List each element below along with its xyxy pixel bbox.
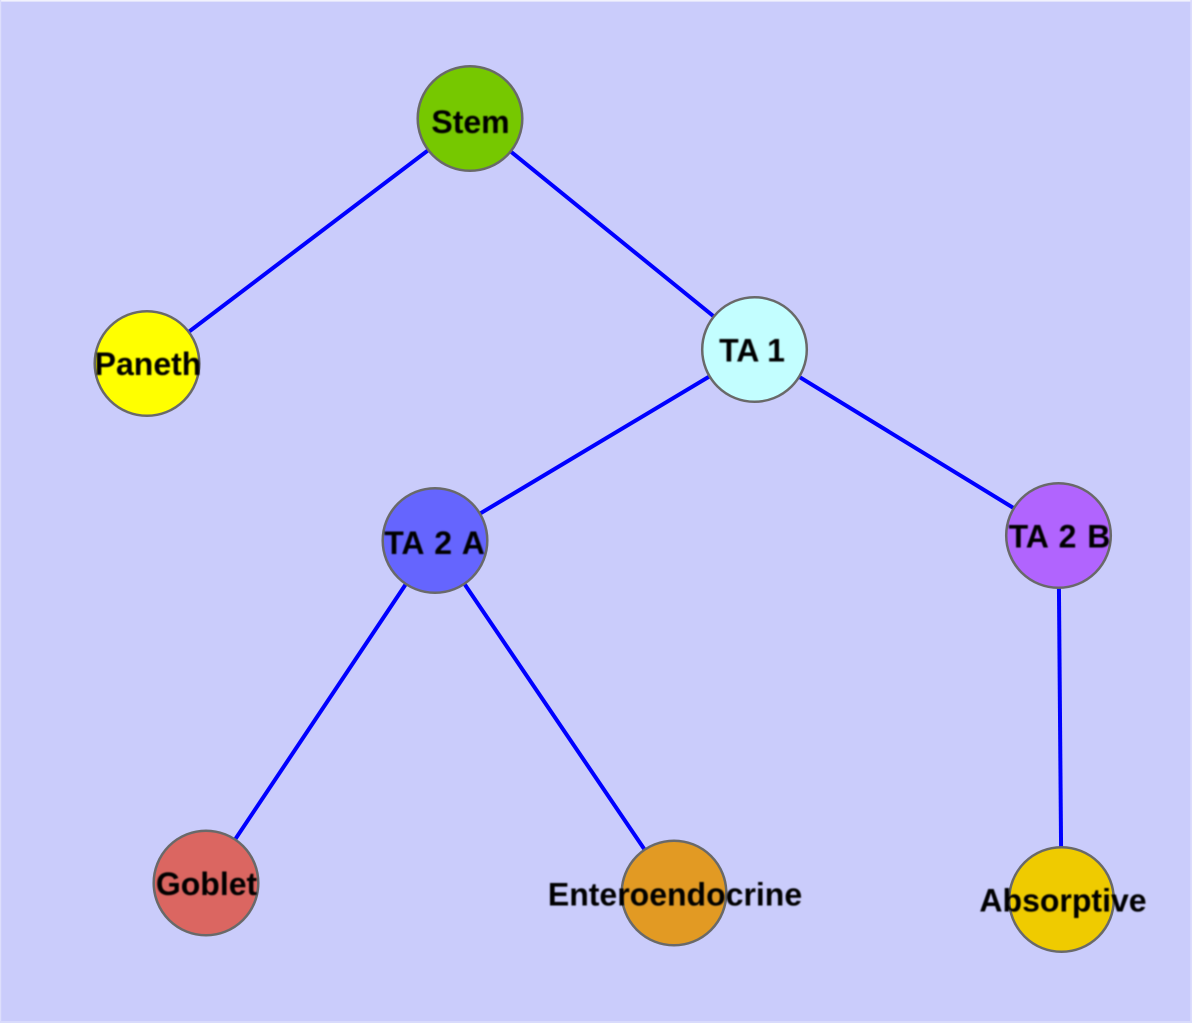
svg-text:TA 2 B: TA 2 B	[1009, 519, 1111, 555]
svg-text:TA 2 A: TA 2 A	[384, 525, 485, 561]
svg-text:Goblet: Goblet	[156, 866, 258, 902]
svg-text:Enteroendocrine: Enteroendocrine	[548, 877, 802, 913]
svg-text:Absorptive: Absorptive	[979, 883, 1146, 919]
svg-text:Paneth: Paneth	[95, 346, 202, 382]
svg-text:TA 1: TA 1	[719, 333, 785, 369]
svg-text:Stem: Stem	[431, 104, 509, 140]
